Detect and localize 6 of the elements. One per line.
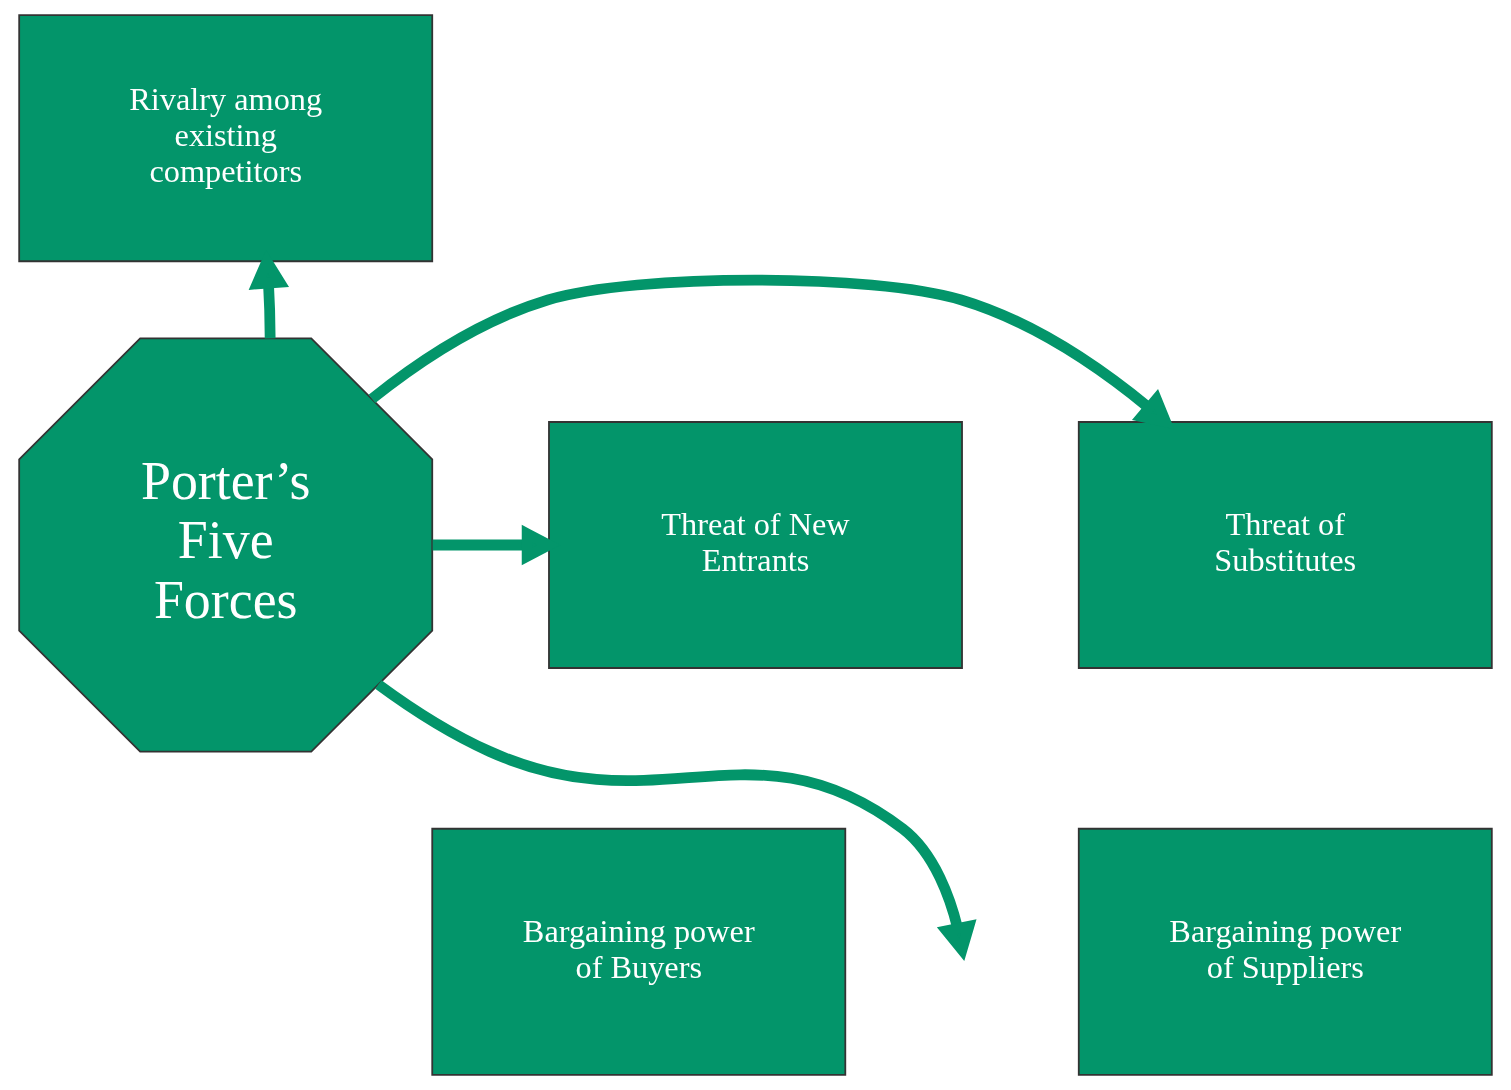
node-box: Bargaining power of Buyers xyxy=(431,827,847,1076)
arrow xyxy=(375,680,977,962)
node-box: Threat of New Entrants xyxy=(548,421,963,669)
node-box: Rivalry among existing competitors xyxy=(18,14,434,263)
node-box: Threat of Substitutes xyxy=(1077,421,1493,669)
node-box: Bargaining power of Suppliers xyxy=(1077,827,1493,1076)
